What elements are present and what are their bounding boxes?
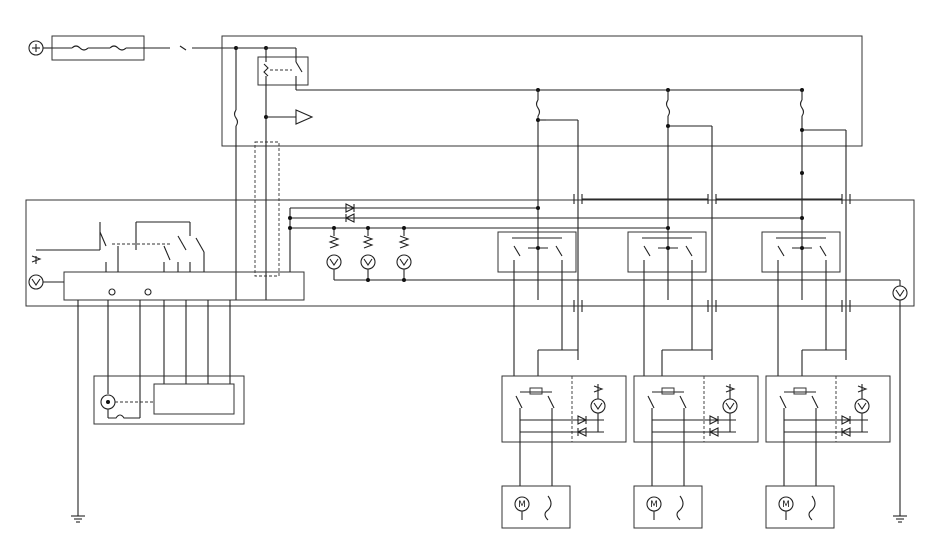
breaker-2 — [665, 90, 713, 360]
driver-motor-unit — [93, 375, 245, 425]
door-subswitch-1 — [501, 340, 627, 486]
diode-icon — [841, 415, 852, 425]
fuse-icon — [233, 109, 239, 127]
door-subswitch-2 — [633, 340, 759, 486]
svg-text:M: M — [518, 500, 526, 510]
diode-icon — [840, 427, 851, 437]
lamp-icon — [722, 398, 738, 414]
window-switch-stack-1 — [497, 231, 900, 340]
fuse-icon — [109, 45, 127, 51]
shielded-harness — [254, 141, 280, 277]
window-motor-unit-2: M — [633, 485, 703, 529]
window-switch-stack-3 — [761, 231, 841, 340]
door-harness-box — [25, 199, 915, 307]
diode-icon — [577, 415, 588, 425]
diode-icon — [345, 203, 356, 213]
diode-icon — [344, 213, 355, 223]
ground-icon — [893, 515, 907, 523]
master-switch-module — [28, 221, 305, 301]
lamp-icon — [590, 398, 606, 414]
master-lamps — [326, 228, 412, 280]
diode-icon — [708, 427, 719, 437]
breaker-3 — [799, 90, 847, 360]
upper-control-box — [221, 35, 863, 147]
diode-icon — [709, 415, 720, 425]
fuse-icon — [799, 99, 805, 117]
svg-text:M: M — [782, 500, 790, 510]
relay-icon — [257, 47, 309, 90]
window-motor-unit-3: M — [765, 485, 835, 529]
fuse-icon — [535, 99, 541, 117]
battery-positive-icon — [28, 40, 44, 56]
window-switch-stack-2 — [627, 231, 707, 340]
ground-icon — [71, 515, 85, 523]
breaker-1 — [535, 90, 579, 360]
lamp-icon — [360, 254, 376, 270]
fuse-icon — [71, 45, 89, 51]
fuse-block — [51, 35, 145, 61]
lamp-icon — [396, 254, 412, 270]
diode-icon — [576, 427, 587, 437]
lamp-icon — [854, 398, 870, 414]
svg-text:M: M — [650, 500, 658, 510]
lamp-icon — [326, 254, 342, 270]
amplifier-icon — [295, 109, 314, 125]
lamp-icon — [892, 285, 908, 301]
lamp-icon — [28, 274, 44, 290]
door-subswitch-3 — [765, 340, 891, 486]
fuse-icon — [665, 99, 671, 117]
window-motor-unit-1: M — [501, 485, 571, 529]
